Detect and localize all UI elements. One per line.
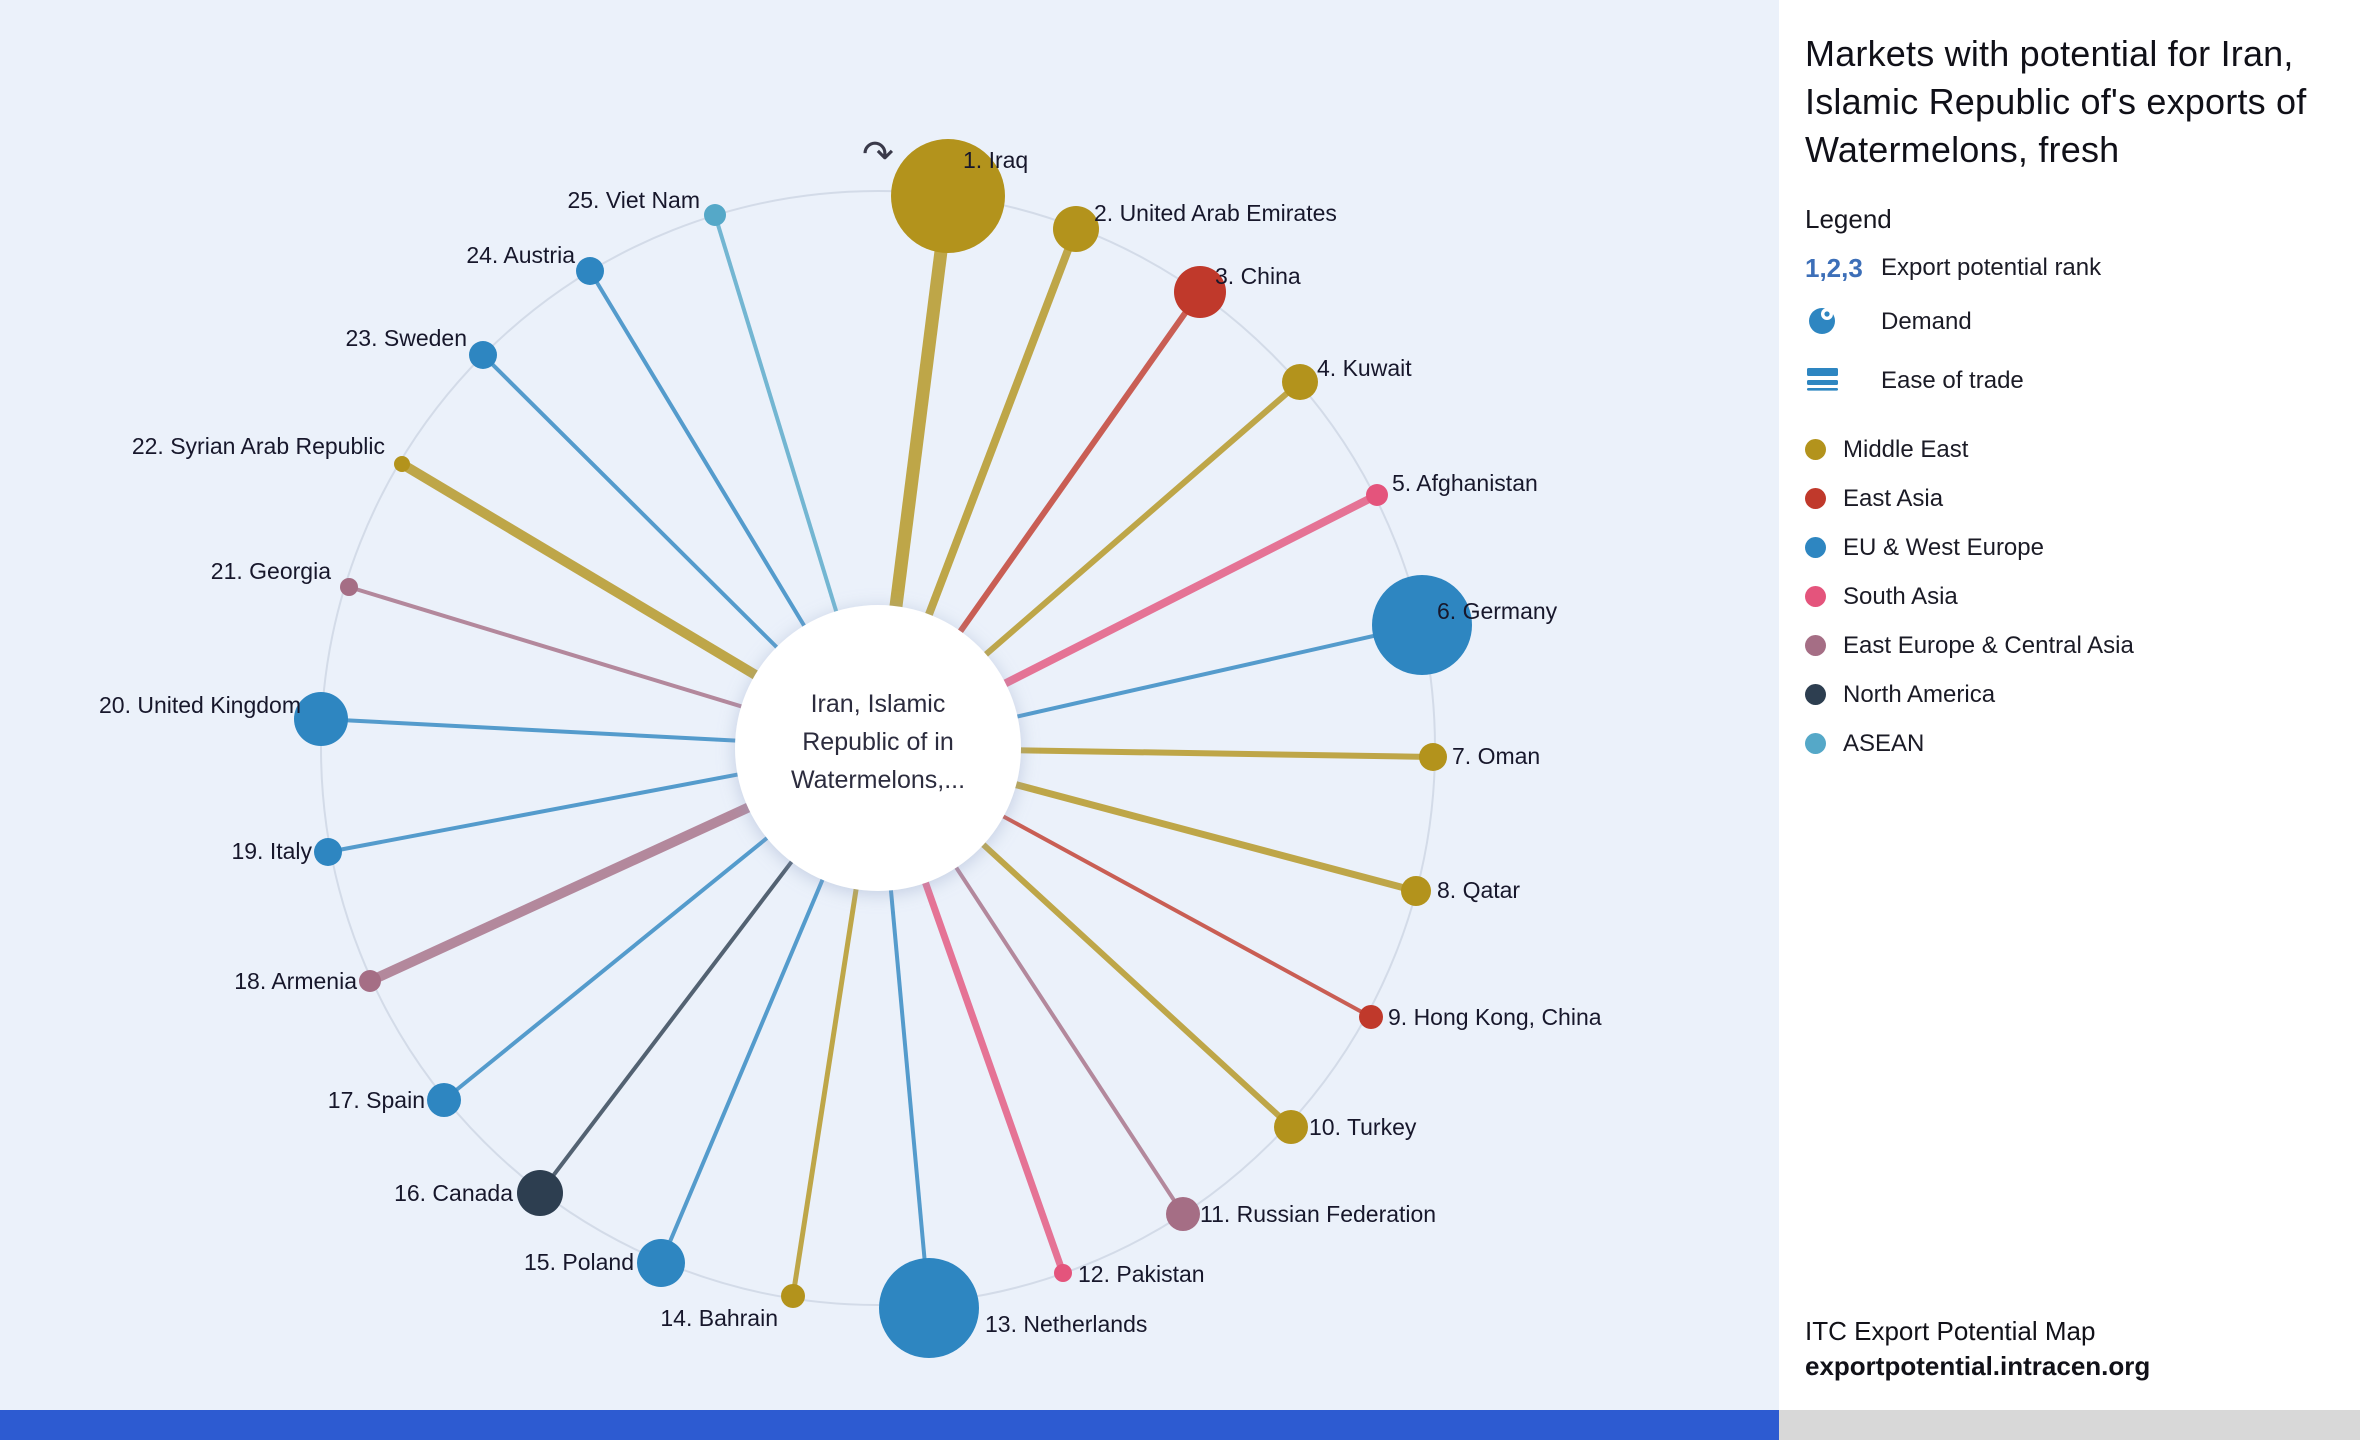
side-panel: Markets with potential for Iran, Islamic… [1779, 0, 2360, 1410]
market-label-spain[interactable]: 17. Spain [328, 1087, 425, 1113]
market-label-united-kingdom[interactable]: 20. United Kingdom [99, 692, 301, 718]
market-bubble-turkey[interactable] [1274, 1110, 1308, 1144]
panel-footer: ITC Export Potential Map exportpotential… [1805, 1314, 2150, 1384]
market-bubble-georgia[interactable] [340, 578, 358, 596]
region-label: South Asia [1843, 582, 1958, 610]
legend-region-item: North America [1805, 681, 2334, 709]
market-bubble-kuwait[interactable] [1282, 364, 1318, 400]
legend-heading: Legend [1805, 203, 1892, 234]
ease-of-trade-icon [1805, 361, 1841, 402]
market-label-georgia[interactable]: 21. Georgia [211, 558, 331, 584]
market-label-united-arab-emirates[interactable]: 2. United Arab Emirates [1094, 200, 1337, 226]
legend-region-item: ASEAN [1805, 730, 2334, 758]
market-bubble-sweden[interactable] [469, 341, 497, 369]
market-bubble-germany[interactable] [1372, 575, 1472, 675]
market-bubble-hong-kong-china[interactable] [1359, 1005, 1383, 1029]
market-label-poland[interactable]: 15. Poland [524, 1249, 634, 1275]
market-label-oman[interactable]: 7. Oman [1452, 743, 1540, 769]
market-label-iraq[interactable]: 1. Iraq [963, 147, 1028, 173]
market-bubble-oman[interactable] [1419, 743, 1447, 771]
market-bubble-poland[interactable] [637, 1239, 685, 1287]
market-label-canada[interactable]: 16. Canada [394, 1180, 513, 1206]
rotate-labels-icon[interactable]: ↷ [862, 134, 894, 176]
market-bubble-united-arab-emirates[interactable] [1053, 206, 1099, 252]
bottom-accent-bar [0, 1410, 1779, 1440]
rank-symbol: 1,2,3 [1805, 252, 1863, 283]
market-bubble-pakistan[interactable] [1054, 1264, 1072, 1282]
region-color-dot [1805, 488, 1826, 510]
region-color-dot [1805, 684, 1826, 706]
market-label-sweden[interactable]: 23. Sweden [346, 325, 467, 351]
region-label: ASEAN [1843, 729, 1925, 757]
market-label-bahrain[interactable]: 14. Bahrain [660, 1305, 778, 1331]
page-title: Markets with potential for Iran, Islamic… [1805, 33, 2307, 170]
market-label-russian-federation[interactable]: 11. Russian Federation [1200, 1201, 1436, 1227]
bottom-panel-strip [1779, 1410, 2360, 1440]
region-label: East Asia [1843, 484, 1944, 512]
market-bubble-qatar[interactable] [1401, 876, 1431, 906]
demand-icon [1805, 302, 1841, 343]
market-bubble-canada[interactable] [517, 1170, 563, 1216]
region-color-dot [1805, 635, 1826, 657]
market-label-viet-nam[interactable]: 25. Viet Nam [567, 187, 700, 213]
legend-region-item: South Asia [1805, 583, 2334, 611]
market-bubble-armenia[interactable] [359, 970, 381, 992]
region-color-dot [1805, 733, 1826, 755]
region-color-dot [1805, 586, 1826, 608]
legend-demand-row: Demand [1805, 302, 2334, 343]
footer-url[interactable]: exportpotential.intracen.org [1805, 1350, 2151, 1381]
market-bubble-netherlands[interactable] [879, 1258, 979, 1358]
market-bubble-iraq[interactable] [891, 139, 1005, 253]
legend-region-item: Middle East [1805, 436, 2334, 464]
region-color-dot [1805, 537, 1826, 559]
region-label: EU & West Europe [1843, 533, 2044, 561]
region-label: East Europe & Central Asia [1843, 631, 2134, 659]
center-node[interactable] [735, 605, 1021, 891]
market-bubble-austria[interactable] [576, 257, 604, 285]
demand-label: Demand [1881, 308, 1972, 336]
market-bubble-spain[interactable] [427, 1083, 461, 1117]
market-label-turkey[interactable]: 10. Turkey [1309, 1114, 1417, 1140]
rank-label: Export potential rank [1881, 254, 2102, 282]
market-label-afghanistan[interactable]: 5. Afghanistan [1392, 470, 1538, 496]
market-bubble-china[interactable] [1174, 266, 1226, 318]
market-label-austria[interactable]: 24. Austria [466, 242, 575, 268]
bottom-bar [0, 1410, 2360, 1440]
legend-region-item: East Asia [1805, 485, 2334, 513]
ease-of-trade-label: Ease of trade [1881, 367, 2024, 395]
footer-app-name: ITC Export Potential Map [1805, 1315, 2096, 1346]
market-bubble-russian-federation[interactable] [1166, 1197, 1200, 1231]
market-bubble-bahrain[interactable] [781, 1284, 805, 1308]
market-label-syrian-arab-republic[interactable]: 22. Syrian Arab Republic [132, 433, 385, 459]
market-bubble-syrian-arab-republic[interactable] [394, 456, 410, 472]
region-label: Middle East [1843, 435, 1969, 463]
market-bubble-italy[interactable] [314, 838, 342, 866]
market-label-qatar[interactable]: 8. Qatar [1437, 877, 1520, 903]
market-label-netherlands[interactable]: 13. Netherlands [985, 1311, 1147, 1337]
market-label-armenia[interactable]: 18. Armenia [234, 968, 357, 994]
market-label-kuwait[interactable]: 4. Kuwait [1317, 355, 1412, 381]
region-color-dot [1805, 439, 1826, 461]
legend-region-item: East Europe & Central Asia [1805, 632, 2334, 660]
market-bubble-viet-nam[interactable] [704, 204, 726, 226]
legend-ease-row: Ease of trade [1805, 361, 2334, 402]
market-label-hong-kong-china[interactable]: 9. Hong Kong, China [1388, 1004, 1602, 1030]
market-label-pakistan[interactable]: 12. Pakistan [1078, 1261, 1205, 1287]
market-bubble-united-kingdom[interactable] [294, 692, 348, 746]
market-bubble-afghanistan[interactable] [1366, 484, 1388, 506]
market-label-china[interactable]: 3. China [1215, 263, 1301, 289]
market-label-italy[interactable]: 19. Italy [231, 838, 312, 864]
legend-rank-row: 1,2,3 Export potential rank [1805, 253, 2334, 284]
region-label: North America [1843, 680, 1996, 708]
market-label-germany[interactable]: 6. Germany [1437, 598, 1558, 624]
legend-region-item: EU & West Europe [1805, 534, 2334, 562]
